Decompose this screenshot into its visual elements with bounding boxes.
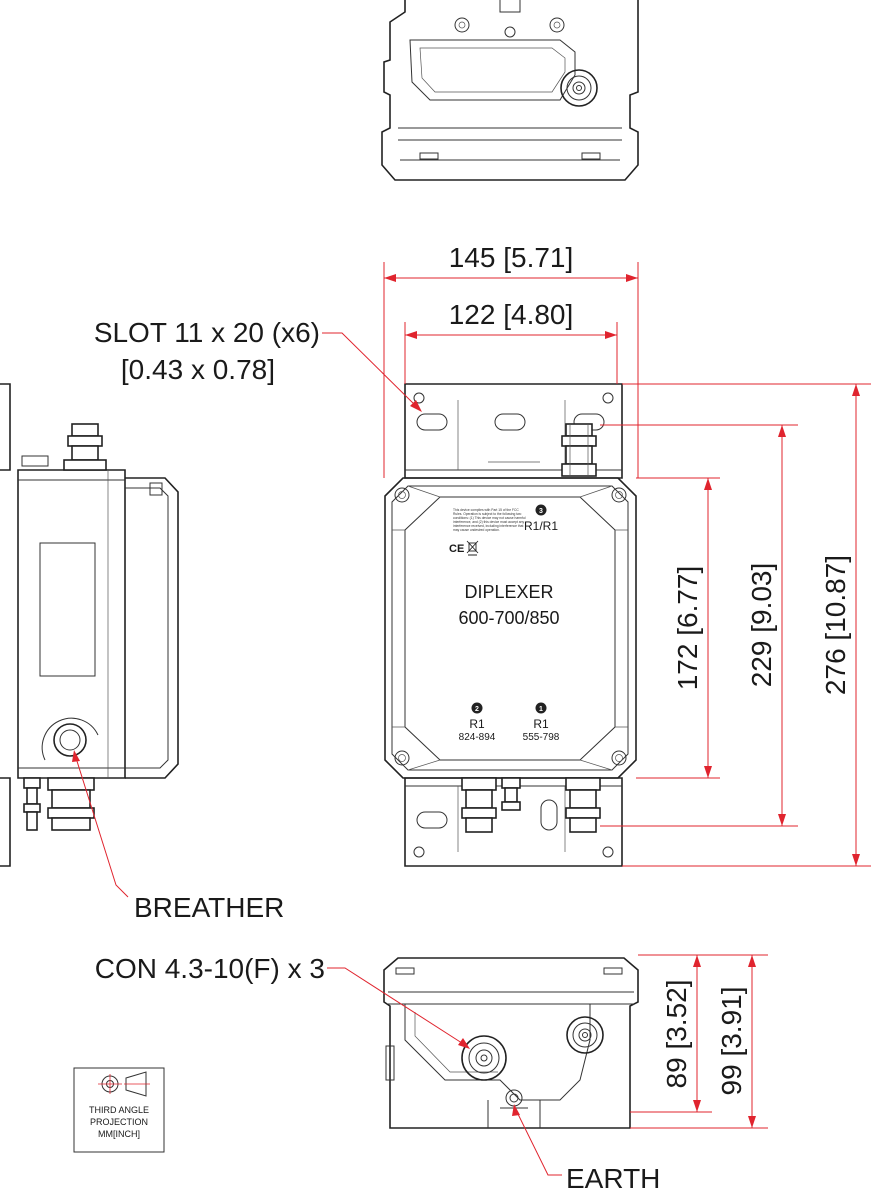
top-mounting-bracket: [404, 383, 623, 479]
fcc-text: Rules. Operation is subject to the follo…: [453, 512, 522, 516]
slot-callout: SLOT 11 x 20 (x6): [94, 317, 320, 348]
breather-callout: BREATHER: [134, 892, 284, 923]
product-name: DIPLEXER: [464, 582, 553, 602]
port3-number: 3: [539, 508, 543, 515]
port2-badge: [471, 702, 483, 714]
overall-height-dimension: 276 [10.87]: [820, 555, 851, 695]
projection-units: MM[INCH]: [98, 1129, 140, 1139]
side-view: [0, 383, 179, 867]
side-bottom-connector: [47, 777, 95, 831]
port3-label: R1/R1: [524, 519, 558, 533]
mounting-slot: [416, 811, 448, 829]
overall-width-dimension: 145 [5.71]: [449, 242, 574, 273]
fcc-text: This device complies with Part 15 of the…: [453, 508, 519, 512]
third-angle-projection-icon: [98, 1071, 150, 1097]
port1-badge: [535, 702, 547, 714]
projection-symbol-block: THIRD ANGLE PROJECTION MM[INCH]: [73, 1067, 165, 1153]
port2-label: R1: [469, 717, 485, 731]
front-view: This device complies with Part 15 of the…: [384, 383, 637, 867]
breather-vent: [53, 723, 87, 757]
top-view: [381, 0, 639, 181]
label-plate: [404, 496, 616, 761]
bottom-view-earth-stud: [505, 1089, 523, 1107]
port3-badge: [535, 504, 547, 516]
side-top-connector: [63, 423, 107, 471]
body-depth-dimension: 89 [3.52]: [661, 980, 692, 1089]
mounting-slot: [540, 799, 558, 831]
earth-callout: EARTH: [566, 1163, 660, 1194]
projection-line2: PROJECTION: [90, 1117, 148, 1127]
fcc-text: conditions: (1) This device may not caus…: [453, 516, 526, 520]
port1-range: 555-798: [523, 732, 560, 743]
port1-number: 1: [539, 706, 543, 713]
product-frequency: 600-700/850: [458, 608, 559, 628]
body-height-dimension: 172 [6.77]: [672, 566, 703, 691]
port2-number: 2: [475, 706, 479, 713]
projection-line1: THIRD ANGLE: [89, 1105, 149, 1115]
bottom-connector-left: [461, 777, 497, 833]
side-label-window: [39, 542, 96, 677]
bottom-view: [383, 957, 639, 1129]
dimension-lines: [72, 262, 871, 1176]
fcc-text: interference, and (2) this device must a…: [453, 520, 524, 524]
bottom-connector-right: [565, 777, 601, 833]
earth-stud: [501, 777, 521, 811]
overall-depth-dimension: 99 [3.91]: [716, 987, 747, 1096]
side-body: [17, 469, 126, 779]
fcc-text: interference received, including interfe…: [453, 524, 523, 528]
top-connector: [561, 423, 597, 477]
ce-mark: CE: [449, 543, 464, 555]
side-earth-stud: [23, 777, 41, 831]
mounting-slot: [494, 413, 526, 431]
bottom-view-connector: [566, 1016, 604, 1054]
bottom-view-connector: [461, 1035, 507, 1081]
weee-bin-icon: [466, 540, 479, 556]
connector-callout: CON 4.3-10(F) x 3: [95, 953, 325, 984]
mounting-slot: [416, 413, 448, 431]
fcc-text: may cause undesired operation.: [453, 528, 500, 532]
port2-range: 824-894: [459, 732, 496, 743]
slot-pitch-width-dimension: 122 [4.80]: [449, 299, 574, 330]
port1-label: R1: [533, 717, 549, 731]
slot-callout-inch: [0.43 x 0.78]: [121, 354, 275, 385]
slot-pitch-height-dimension: 229 [9.03]: [746, 563, 777, 688]
